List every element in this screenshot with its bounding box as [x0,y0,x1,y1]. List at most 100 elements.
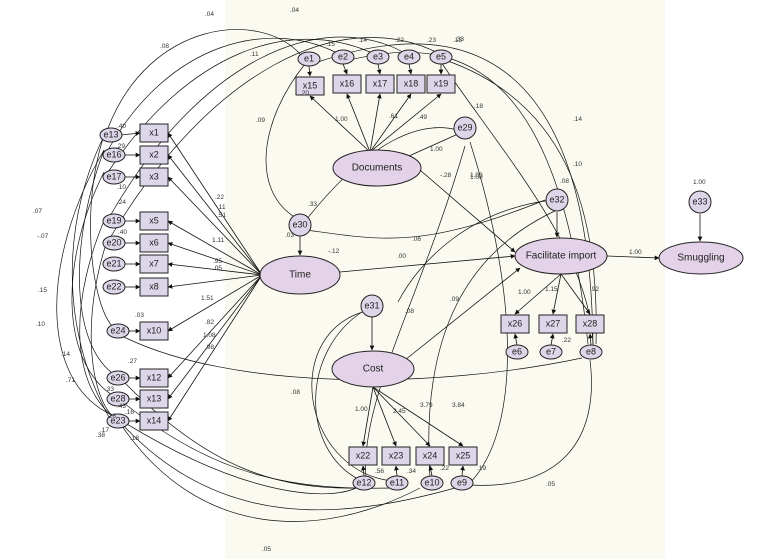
latent-label: Smuggling [677,253,724,264]
error-label: e31 [364,300,379,310]
time-to-x8-arrow [167,274,263,289]
coefficient-label: .22 [440,465,449,472]
coefficient-label: .43 [117,403,126,410]
indicator-x14: x14 [139,411,169,431]
error-label: e7 [546,346,556,356]
documents-to-x15-arrow [309,95,371,153]
coefficient-label: .49 [418,114,427,121]
coefficient-label: -.07 [37,233,49,240]
coefficient-label: .18 [130,435,139,442]
coefficient-label: .15 [326,41,335,48]
cost-to-x25-arrow [372,386,464,447]
coefficient-label: .09 [256,117,265,124]
coefficient-label: .04 [290,7,299,14]
error-label: e3 [373,51,383,61]
indicator-label: x15 [303,80,318,90]
coefficient-label: .98 [205,344,214,351]
covariance-curve-24 [365,145,466,479]
coefficient-label: .05 [546,481,555,488]
coefficient-label: 1.08 [203,332,216,339]
coefficient-label: .03 [135,312,144,319]
coefficient-label: 1.00 [693,179,706,186]
coefficient-label: .40 [117,123,126,130]
indicator-label: x23 [389,450,404,460]
coefficient-label: .14 [358,37,367,44]
coefficient-label: .29 [116,143,125,150]
e8-to-x28-arrow [588,333,593,346]
error-label: e17 [106,171,121,181]
coefficient-label: 1.51 [201,295,214,302]
indicator-label: x5 [149,215,159,225]
coefficient-label: 1.00 [629,249,642,256]
covariance-curve-13 [121,423,456,511]
documents-to-x16-arrow [346,93,371,153]
error-e3: e3 [366,49,390,65]
e10-to-x24-arrow [428,465,434,477]
coefficient-label: 1.00 [470,172,483,179]
indicator-label: x27 [546,318,561,328]
indicator-x17: x17 [365,74,395,94]
error-label: e2 [338,51,348,61]
coefficient-label: .10 [117,184,126,191]
error-e11: e11 [385,475,409,491]
coefficient-label: 1.00 [335,116,348,123]
error-e24: e24 [106,323,130,339]
facilitate-to-smuggling-arrow [606,255,660,261]
coefficient-label: .71 [66,377,75,384]
indicator-x18: x18 [396,74,426,94]
time-to-x3-arrow [167,176,263,276]
coefficient-label: .17 [100,427,109,434]
error-e23: e23 [106,413,130,429]
indicator-label: x22 [356,450,371,460]
indicator-x6: x6 [139,233,169,253]
covariance-curve-5 [90,129,113,327]
coefficient-label: .13 [453,37,462,44]
coefficient-label: .24 [117,199,126,206]
coefficient-label: .08 [560,178,569,185]
e6-to-x26-arrow [513,333,519,346]
coefficient-label: .11 [250,51,259,58]
error-e26: e26 [106,370,130,386]
documents-to-x18-arrow [369,93,412,153]
covariance-curve-20 [444,59,597,345]
covariance-curve-8 [79,215,113,417]
coefficient-label: .07 [33,208,42,215]
covariance-curve-14 [121,420,357,495]
error-e33: e33 [688,190,712,214]
documents-to-x17-arrow [369,93,382,153]
error-e17: e17 [102,169,126,185]
indicator-label: x26 [508,318,523,328]
error-e19: e19 [102,213,126,229]
error-label: e5 [436,51,446,61]
error-label: e21 [106,258,121,268]
coefficient-label: 1.00 [518,289,531,296]
coefficient-label: 1.00 [430,146,443,153]
covariance-curve-12 [121,425,421,522]
coefficient-label: .00 [397,253,406,260]
covariance-curve-11 [56,149,111,415]
coefficient-label: .14 [61,351,70,358]
error-e7: e7 [539,344,563,360]
e4-to-x18-arrow [407,63,413,75]
coefficient-label: .33 [455,36,464,43]
error-e16: e16 [102,147,126,163]
latent-label: Cost [363,364,384,375]
indicator-x10: x10 [139,321,169,341]
coefficient-label: .33 [308,201,317,208]
error-e2: e2 [331,49,355,65]
e11-to-x23-arrow [394,465,399,477]
indicator-x16: x16 [332,74,362,94]
indicator-label: x1 [149,127,159,137]
coefficient-label: .09 [450,296,459,303]
covariance-curve-1 [107,37,336,151]
error-label: e12 [356,477,371,487]
coefficient-label: .19 [477,465,486,472]
error-e12: e12 [352,475,376,491]
error-e31: e31 [360,294,384,318]
indicator-label: x13 [147,393,162,403]
error-label: e6 [512,346,522,356]
indicator-label: x10 [147,325,162,335]
e12-to-x22-arrow [361,465,366,477]
indicator-x23: x23 [381,446,411,466]
